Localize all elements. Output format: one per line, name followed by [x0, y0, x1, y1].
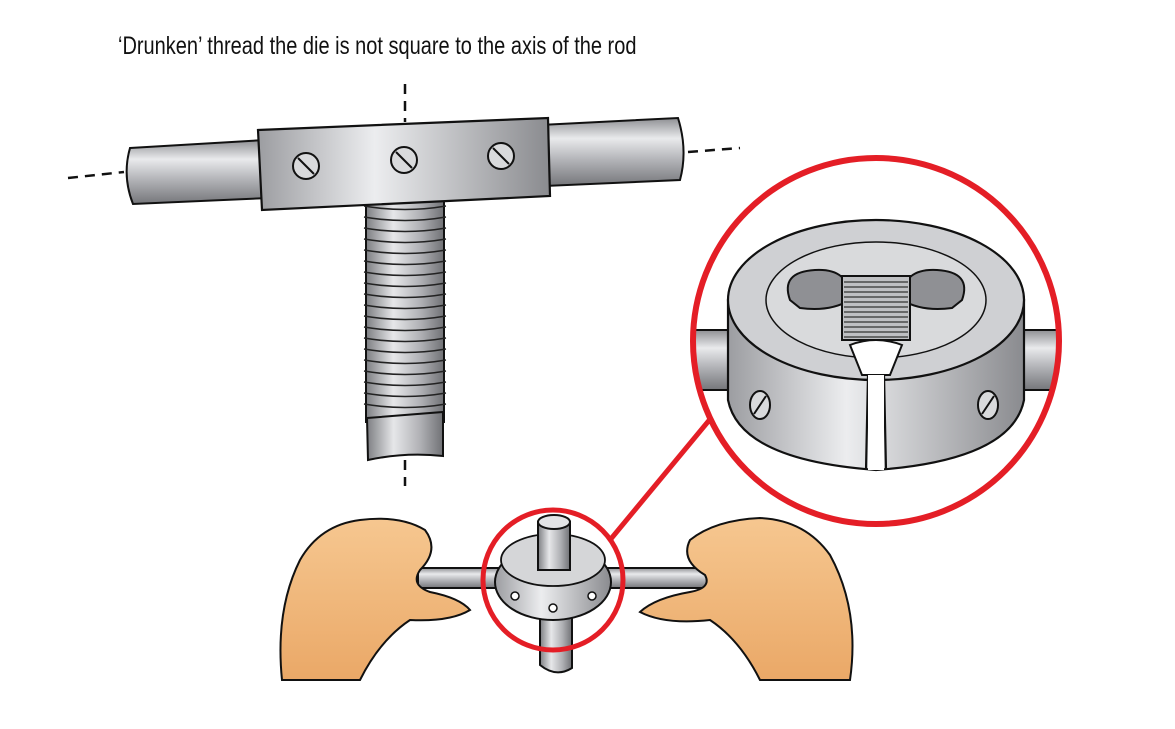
- axis-lines: [67, 84, 741, 486]
- screw-icons: [292, 142, 515, 180]
- die-stock-tilted: [125, 116, 685, 212]
- caption-title: ‘Drunken’ thread the die is not square t…: [118, 32, 637, 60]
- magnified-die-view: [690, 155, 1062, 527]
- threaded-rod: [363, 199, 447, 462]
- hands-with-die-stock: [279, 507, 854, 681]
- screw-icons: [749, 390, 999, 420]
- magnifier-circle: [690, 155, 1062, 527]
- magnifier-small-circle: [480, 507, 626, 653]
